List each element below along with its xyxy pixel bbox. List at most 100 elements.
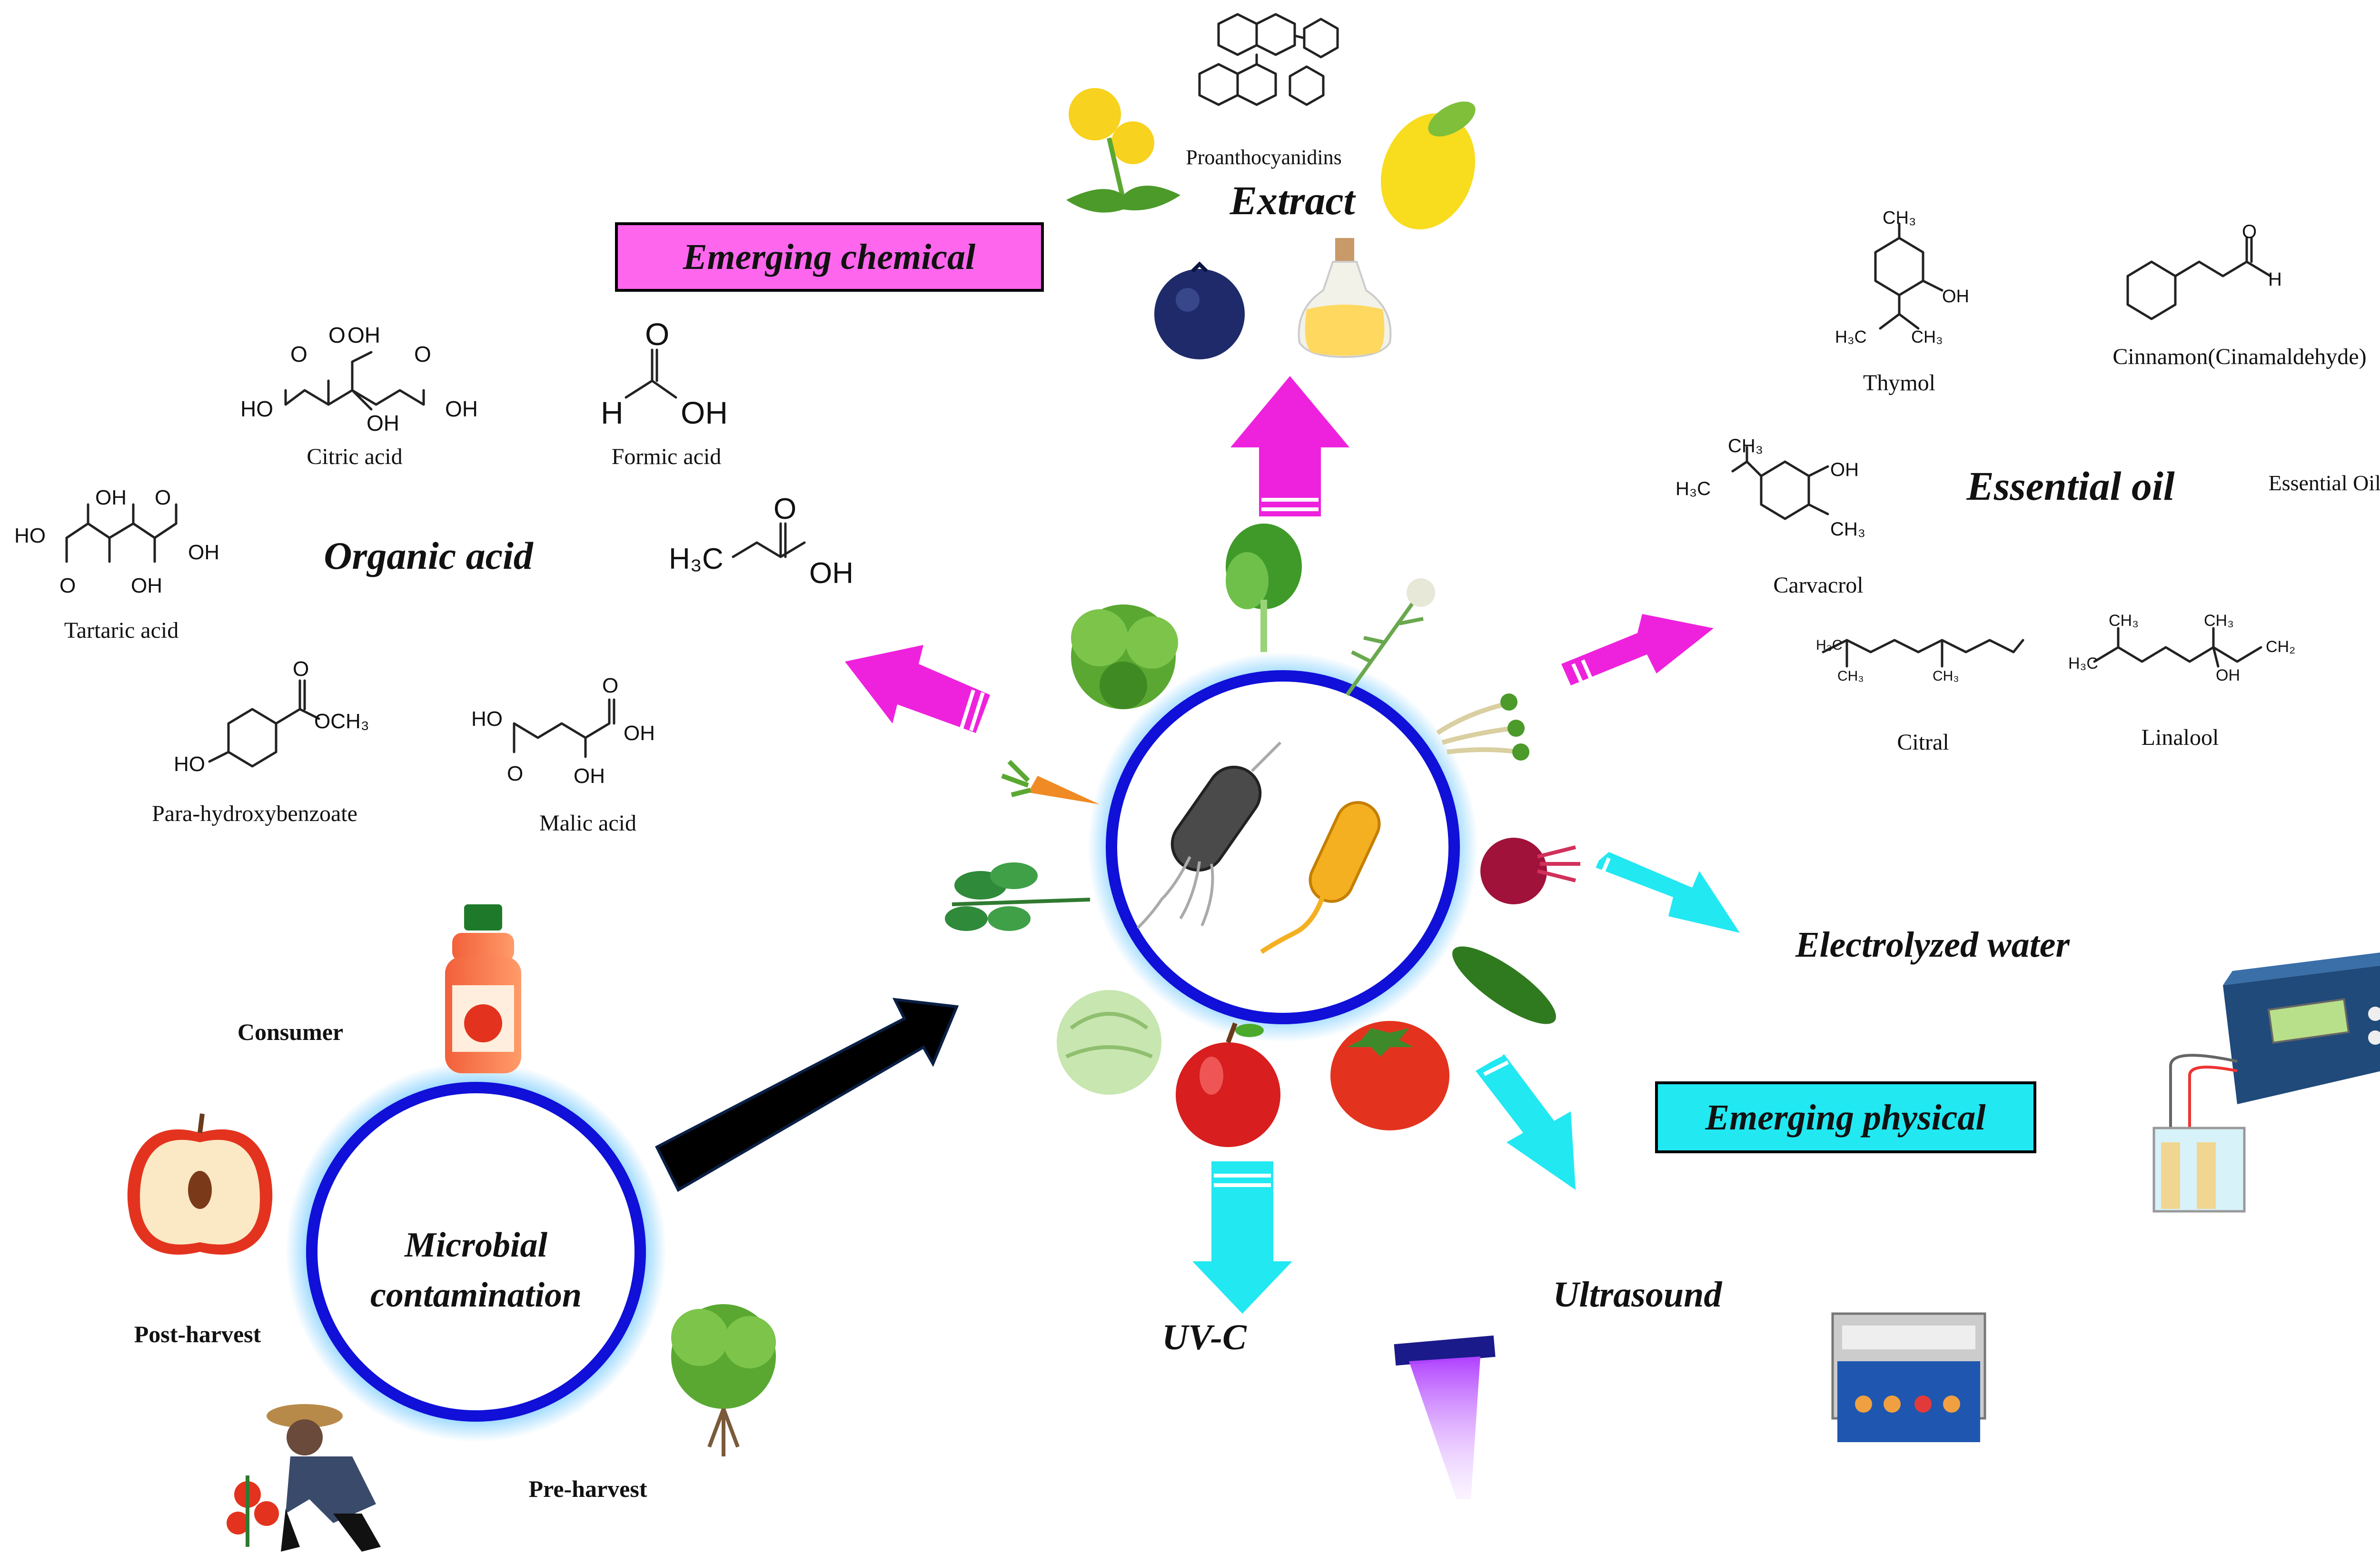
essential-oil-note: Essential Oils extracts — [2269, 471, 2380, 495]
beet-icon — [1480, 838, 1580, 904]
cinnamon-label: Cinnamon(Cinamaldehyde) — [2112, 344, 2366, 369]
svg-text:O: O — [2242, 221, 2257, 242]
svg-text:O: O — [602, 674, 618, 697]
svg-text:HO: HO — [240, 396, 273, 421]
svg-text:OH: OH — [1830, 459, 1859, 480]
svg-text:O: O — [645, 317, 669, 352]
source-post-harvest: Post-harvest — [134, 1321, 261, 1347]
arrow-to-uvc — [1192, 1161, 1292, 1314]
dandelion-icon — [1066, 88, 1180, 213]
blueberry-icon — [1154, 261, 1245, 359]
contamination-label-line2: contamination — [370, 1276, 582, 1315]
carvacrol-structure: CH₃ H₃C OH CH₃ — [1676, 436, 1865, 540]
emerging-chemical-box: Emerging chemical — [615, 222, 1044, 292]
svg-text:CH₃: CH₃ — [1728, 436, 1763, 456]
svg-text:OH: OH — [2216, 666, 2240, 684]
malic-acid-structure: HO O OH O OH — [471, 674, 655, 788]
tartaric-acid-structure: OH OH HO OH O O — [14, 486, 219, 597]
svg-text:CH₃: CH₃ — [1883, 208, 1916, 228]
svg-text:O: O — [774, 493, 796, 525]
svg-text:O: O — [414, 342, 431, 366]
svg-text:CH₃: CH₃ — [2204, 612, 2234, 630]
arrow-to-essential-oil — [1561, 614, 1714, 686]
svg-text:OH: OH — [188, 541, 219, 564]
svg-text:OH: OH — [1942, 287, 1969, 307]
svg-text:O: O — [507, 762, 523, 785]
source-pre-harvest: Pre-harvest — [529, 1475, 647, 1502]
organic-acid-label: Organic acid — [324, 534, 534, 577]
svg-text:H₃C: H₃C — [1835, 327, 1867, 346]
svg-text:O: O — [155, 486, 171, 509]
linalool-structure: CH₃ CH₃ H₃C OH CH₂ — [2068, 612, 2295, 684]
svg-text:OH: OH — [347, 323, 380, 347]
cinnamaldehyde-structure: O H — [2126, 221, 2282, 320]
arrow-to-ultrasound — [1476, 1052, 1576, 1190]
carvacrol-label: Carvacrol — [1773, 573, 1863, 598]
linalool-label: Linalool — [2142, 725, 2219, 750]
citric-acid-label: Citric acid — [307, 444, 402, 469]
central-microbe-ring — [1088, 652, 1478, 1042]
svg-text:HO: HO — [174, 752, 205, 776]
svg-text:O: O — [60, 574, 76, 597]
tartaric-acid-label: Tartaric acid — [64, 618, 178, 643]
essential-oil-label: Essential oil — [1966, 463, 2174, 509]
lemon-icon — [1381, 101, 1476, 229]
cucumber-icon — [1452, 946, 1556, 1024]
tomato-icon — [1330, 1021, 1449, 1130]
propionic-acid-structure: O H₃C OH — [669, 493, 853, 590]
ultrasound-label: Ultrasound — [1553, 1275, 1723, 1315]
svg-text:OH: OH — [574, 764, 605, 788]
arrow-to-organic-acid — [845, 645, 990, 733]
extract-label: Extract — [1230, 178, 1357, 223]
svg-text:OH: OH — [95, 486, 127, 509]
bacterium-gray-icon — [1136, 741, 1282, 930]
svg-text:OH: OH — [681, 395, 728, 430]
svg-text:H₃C: H₃C — [1676, 478, 1711, 499]
proanthocyanidins-structure — [1198, 13, 1339, 106]
proanthocyanidins-label: Proanthocyanidins — [1186, 146, 1342, 169]
svg-text:CH₃: CH₃ — [1911, 327, 1943, 346]
svg-text:OH: OH — [624, 722, 655, 745]
lettuce-icon — [1071, 604, 1178, 709]
svg-text:H₃C: H₃C — [2068, 654, 2098, 673]
electrolyzed-water-label: Electrolyzed water — [1795, 925, 2071, 965]
svg-text:H: H — [2268, 269, 2282, 290]
sprouts-icon — [1436, 693, 1529, 761]
svg-text:H: H — [601, 395, 624, 430]
main-arrow — [654, 998, 959, 1192]
apple-half-icon — [127, 1113, 273, 1255]
lettuce-roots-icon — [671, 1304, 776, 1456]
carrot-icon — [1001, 760, 1100, 804]
svg-text:CH₃: CH₃ — [1933, 668, 1959, 684]
svg-text:H₃C: H₃C — [669, 543, 724, 575]
arrow-to-extract — [1230, 376, 1349, 516]
svg-text:O: O — [293, 657, 309, 681]
mint-icon — [945, 862, 1091, 931]
cabbage-icon — [1057, 990, 1161, 1095]
formic-acid-structure: O H OH — [601, 317, 728, 430]
svg-text:H₃C: H₃C — [1816, 637, 1843, 653]
contamination-label-line1: Microbial — [404, 1226, 548, 1265]
apple-icon — [1176, 1022, 1280, 1147]
svg-text:OH: OH — [367, 411, 399, 436]
para-hydroxybenzoate-label: Para-hydroxybenzoate — [152, 801, 357, 826]
formic-acid-label: Formic acid — [612, 444, 722, 469]
source-consumer: Consumer — [238, 1019, 343, 1045]
contamination-ring: Microbial contamination — [286, 1061, 666, 1442]
para-hydroxybenzoate-structure: O OCH₃ HO — [174, 657, 369, 776]
bacterium-yellow-icon — [1260, 801, 1381, 954]
spinach-icon — [1226, 524, 1302, 652]
svg-text:HO: HO — [14, 524, 46, 547]
emerging-chemical-label: Emerging chemical — [683, 237, 975, 277]
uvc-label: UV-C — [1162, 1317, 1247, 1357]
thymol-structure: CH₃ OH H₃C CH₃ — [1835, 208, 1969, 346]
citral-structure: H₃C CH₃ CH₃ — [1816, 637, 2024, 684]
emerging-physical-label: Emerging physical — [1705, 1098, 1985, 1138]
emerging-physical-box: Emerging physical — [1655, 1081, 2036, 1153]
svg-text:CH₃: CH₃ — [1837, 668, 1864, 684]
svg-text:OH: OH — [131, 574, 162, 597]
electrolysis-device-icon — [2152, 952, 2380, 1213]
svg-text:O: O — [290, 342, 307, 366]
svg-text:CH₃: CH₃ — [1830, 519, 1865, 540]
